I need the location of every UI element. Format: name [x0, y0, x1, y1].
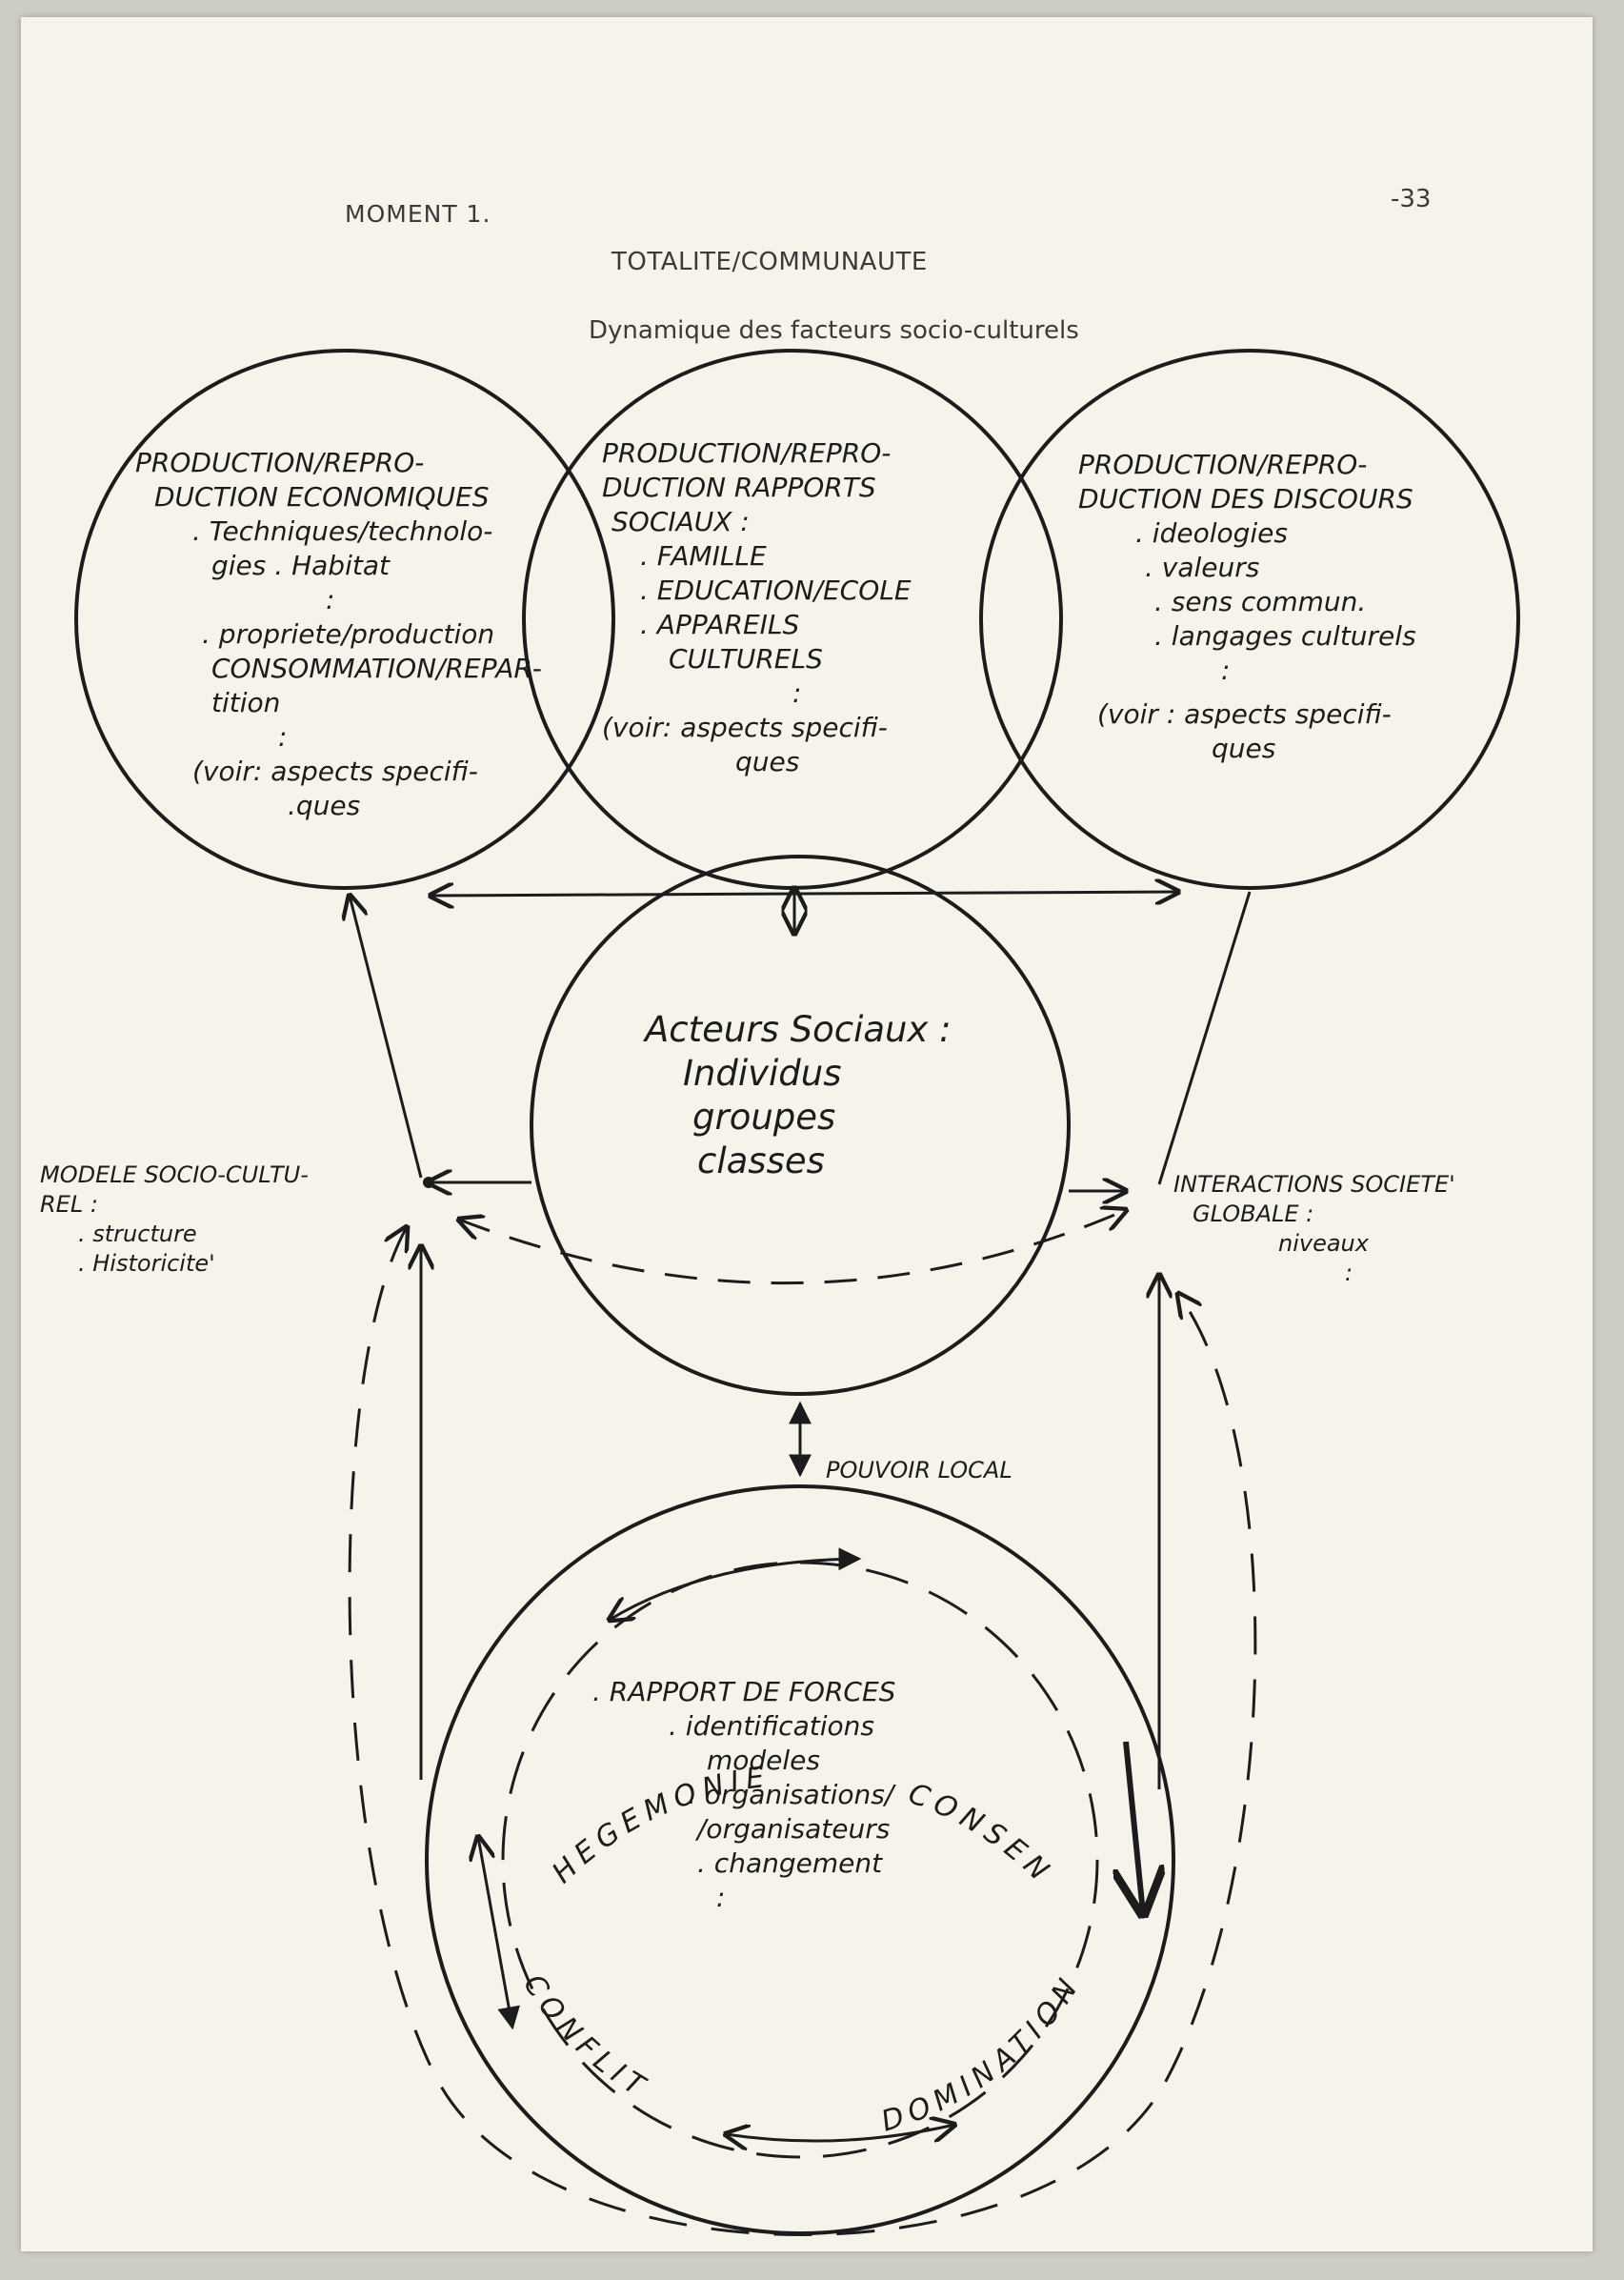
moment-label: MOMENT 1.	[345, 200, 491, 228]
circle-forces-text: . RAPPORT DE FORCES . identifications mo…	[592, 1676, 896, 1913]
page-subtitle: Dynamique des facteurs socio-culturels	[589, 316, 1079, 345]
right-label-interactions: INTERACTIONS SOCIETE' GLOBALE : niveaux …	[1173, 1171, 1455, 1286]
ring-consensus-text: CONSENSUS	[21, 17, 1060, 1891]
circle-actors-outline	[530, 855, 1071, 1396]
circle-actors-text: Acteurs Sociaux : Individus groupes clas…	[645, 1009, 952, 1181]
document-sheet: MOMENT 1. -33 TOTALITE/COMMUNAUTE Dynami…	[21, 17, 1593, 2251]
page-number: -33	[1391, 185, 1432, 213]
diagram-lines: CONSENSUS HEGEMONIE CONFLIT DOMINATION	[21, 17, 1520, 2236]
circle-social-text: PRODUCTION/REPRO- DUCTION RAPPORTS SOCIA…	[602, 437, 912, 777]
node-left	[423, 1177, 434, 1188]
local-power-label: POUVOIR LOCAL	[826, 1457, 1012, 1483]
page-title: TOTALITE/COMMUNAUTE	[612, 248, 928, 276]
left-label-modele: MODELE SOCIO-CULTU- REL : . structure . …	[40, 1161, 309, 1277]
circle-discourse-outline	[979, 349, 1520, 890]
forces-title: . RAPPORT DE FORCES	[592, 1676, 896, 1707]
circle-discourse-text: PRODUCTION/REPRO- DUCTION DES DISCOURS .…	[1078, 449, 1416, 764]
actors-title: Acteurs Sociaux :	[645, 1009, 952, 1050]
ring-conflit-text: CONFLIT	[516, 1968, 655, 2106]
circle-economic-outline	[74, 349, 615, 890]
circle-economic-text: PRODUCTION/REPRO- DUCTION ECONOMIQUES . …	[135, 447, 542, 821]
ring-domination-text: DOMINATION	[877, 1967, 1088, 2138]
circle-forces-inner	[501, 1561, 1099, 2159]
